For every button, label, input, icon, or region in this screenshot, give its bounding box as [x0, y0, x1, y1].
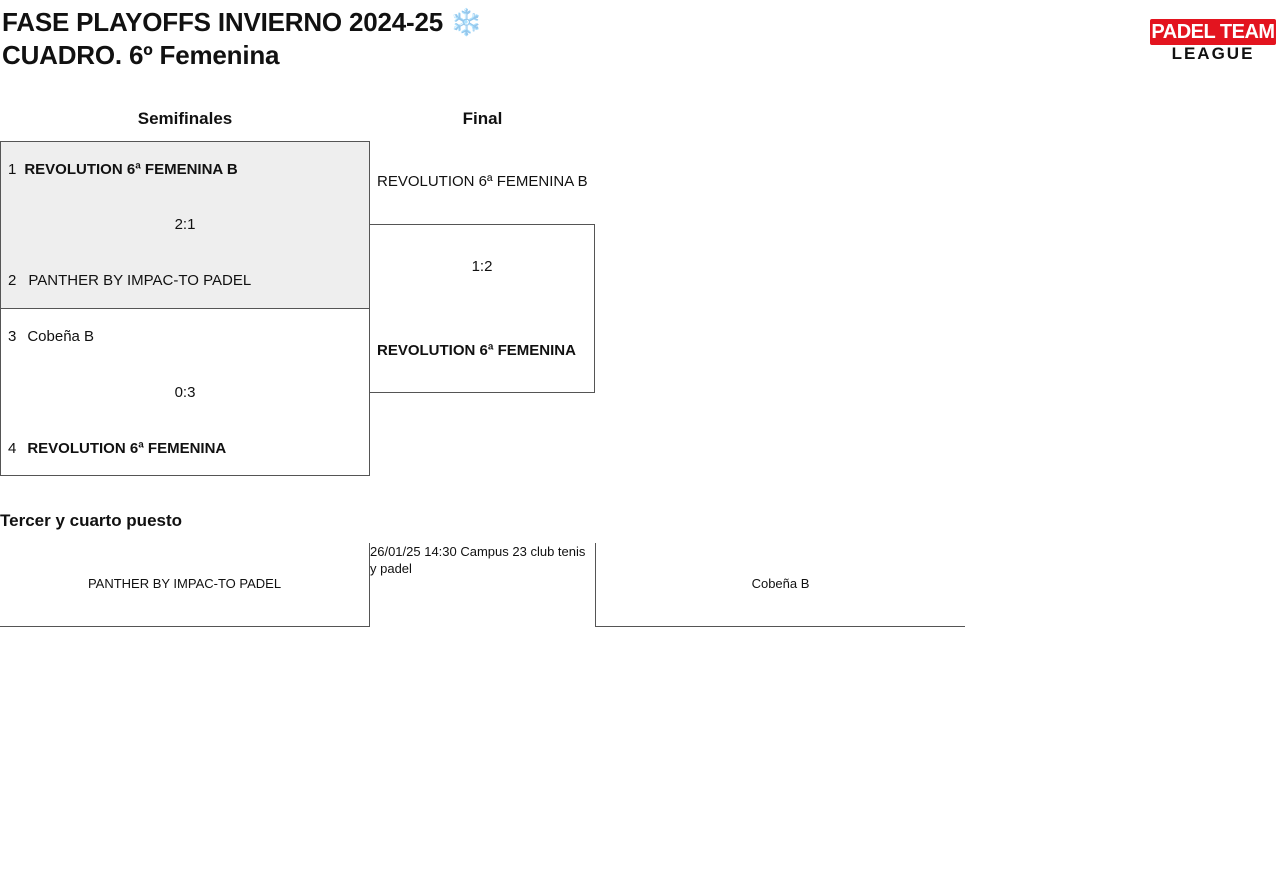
third-place-team-left-cell[interactable]: PANTHER BY IMPAC-TO PADEL: [0, 543, 370, 627]
team-name: PANTHER BY IMPAC-TO PADEL: [28, 272, 252, 289]
final-score: 1:2: [471, 258, 493, 275]
semifinal-2-team-b: 4 REVOLUTION 6ª FEMENINA: [8, 440, 226, 457]
semifinal-1-team-b: 2 PANTHER BY IMPAC-TO PADEL: [8, 272, 251, 289]
seed-number: 4: [8, 440, 17, 457]
team-name: Cobeña B: [27, 328, 95, 345]
semifinal-match-1[interactable]: 1 REVOLUTION 6ª FEMENINA B 2:1 2 PANTHER B…: [0, 141, 370, 309]
semifinal-1-score: 2:1: [174, 216, 196, 233]
third-place-match-info: 26/01/25 14:30 Campus 23 club tenis y pa…: [370, 544, 586, 576]
team-name: REVOLUTION 6ª FEMENINA B: [24, 161, 238, 178]
padel-team-league-logo[interactable]: PADEL TEAM LEAGUE: [1150, 19, 1276, 63]
final-match[interactable]: 1:2 REVOLUTION 6ª FEMENINA: [370, 224, 595, 393]
semifinals-heading: Semifinales: [137, 109, 233, 128]
semifinal-match-2[interactable]: 3 Cobeña B 0:3 4 REVOLUTION 6ª FEMENINA: [0, 308, 370, 476]
team-name: REVOLUTION 6ª FEMENINA: [27, 440, 227, 457]
logo-top-text: PADEL TEAM: [1150, 19, 1276, 45]
final-heading: Final: [462, 109, 503, 128]
third-place-team-left: PANTHER BY IMPAC-TO PADEL: [87, 576, 282, 591]
third-place-team-right-cell[interactable]: Cobeña B: [595, 543, 965, 627]
title-line-1: FASE PLAYOFFS INVIERNO 2024-25 ❄️: [2, 7, 483, 37]
final-team-top: REVOLUTION 6ª FEMENINA B: [377, 173, 588, 190]
semifinal-1-team-a: 1 REVOLUTION 6ª FEMENINA B: [8, 161, 238, 178]
semifinal-2-team-a: 3 Cobeña B: [8, 328, 94, 345]
third-place-team-right: Cobeña B: [751, 576, 810, 591]
seed-number: 2: [8, 272, 17, 289]
third-place-heading: Tercer y cuarto puesto: [0, 511, 183, 530]
page-title: FASE PLAYOFFS INVIERNO 2024-25 ❄️ CUADRO…: [2, 6, 482, 72]
seed-number: 1: [8, 161, 17, 178]
logo-bottom-text: LEAGUE: [1171, 44, 1255, 63]
semifinal-2-score: 0:3: [174, 384, 196, 401]
title-line-2: CUADRO. 6º Femenina: [2, 40, 280, 70]
seed-number: 3: [8, 328, 17, 345]
final-team-bottom: REVOLUTION 6ª FEMENINA: [377, 342, 576, 359]
